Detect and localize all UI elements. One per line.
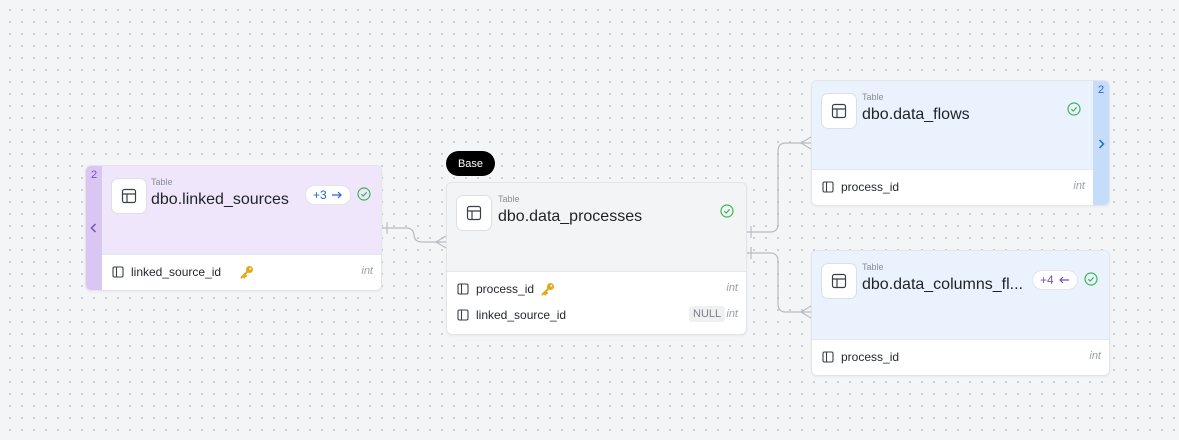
base-label: Base [446,151,495,176]
check-circle-icon [1067,102,1081,116]
edge-many-marker [799,305,812,319]
column-icon [457,309,469,321]
badge-count: +3 [313,188,327,202]
column-row[interactable]: linked_source_id NULL int [447,302,746,328]
null-badge: NULL [689,306,726,322]
node-title: dbo.data_flows [862,106,970,123]
expand-strip[interactable]: 2 [1093,81,1109,205]
badge-count: +4 [1040,273,1054,287]
collapse-strip[interactable]: 2 [86,166,102,290]
column-name: linked_source_id [476,308,567,322]
column-name: process_id [841,180,900,194]
node-type-label: Table [498,194,520,204]
chevron-left-icon [90,223,97,233]
table-icon [821,263,857,299]
column-name: process_id [841,350,900,364]
table-node-data-flows[interactable]: Table dbo.data_flows 2 process_id int [811,80,1110,206]
column-type: int [1089,350,1101,362]
edge-many-marker [434,235,447,249]
check-circle-icon [1084,272,1098,286]
hidden-count: 2 [1097,84,1105,96]
edge-data-processes-to-data-flows [746,142,811,233]
chevron-right-icon [1098,139,1105,149]
table-node-linked-sources[interactable]: 2 Table dbo.linked_sources +3 linked_sou… [85,165,382,291]
column-type: int [726,282,738,294]
column-row[interactable]: process_id int [812,344,1109,370]
node-title: dbo.data_processes [498,208,643,225]
column-name: linked_source_id [131,265,222,279]
table-node-data-columns-fl[interactable]: Table dbo.data_columns_fl... +4 process_… [811,250,1110,376]
edge-linked-sources-to-data-processes [381,227,446,243]
node-type-label: Table [862,262,884,272]
column-row[interactable]: process_id int [812,174,1093,200]
column-icon [112,266,124,278]
table-icon [456,195,492,231]
column-type: int [361,265,373,277]
outgoing-count-badge[interactable]: +3 [306,186,350,204]
node-title: dbo.linked_sources [151,191,289,208]
hidden-count: 2 [90,169,98,181]
node-type-label: Table [862,92,884,102]
table-icon [111,178,147,214]
node-title: dbo.data_columns_fl... [862,276,1023,293]
column-icon [822,351,834,363]
node-type-label: Table [151,177,173,187]
column-icon [457,283,469,295]
arrow-right-icon [331,191,342,199]
table-node-data-processes[interactable]: Table dbo.data_processes process_id int … [446,182,747,335]
check-circle-icon [720,204,734,218]
column-type: int [1073,180,1085,192]
primary-key-icon [240,266,253,279]
edge-many-marker [799,136,812,150]
column-type: int [726,308,738,320]
incoming-count-badge[interactable]: +4 [1033,271,1077,289]
check-circle-icon [357,187,371,201]
column-row[interactable]: process_id int [447,276,746,302]
column-name: process_id [476,282,535,296]
arrow-left-icon [1058,276,1069,284]
table-icon [821,93,857,129]
primary-key-icon [541,283,554,296]
edge-data-processes-to-data-columns [746,252,811,313]
column-row[interactable]: linked_source_id int [102,259,381,285]
column-icon [822,181,834,193]
